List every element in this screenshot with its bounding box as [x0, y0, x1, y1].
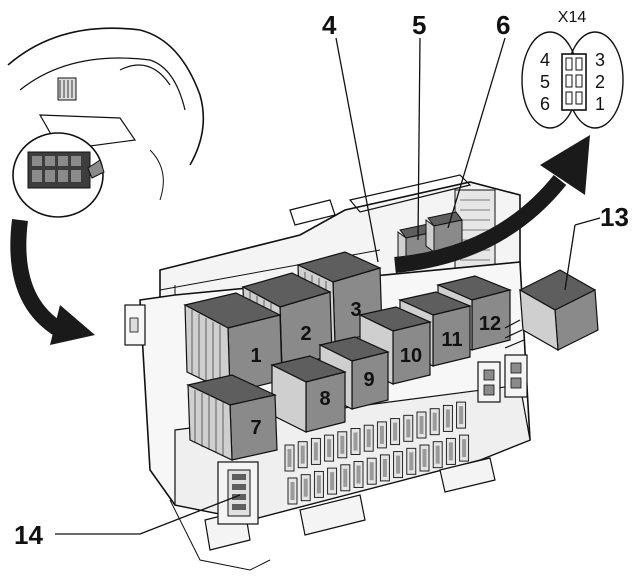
relay-9-label: 9 [363, 369, 374, 391]
x14-title: X14 [558, 9, 587, 26]
leader-lines [55, 37, 601, 535]
x14-pin-5: 5 [540, 72, 550, 92]
relay-12-label: 12 [479, 313, 501, 335]
x14-pin-6: 6 [540, 94, 550, 114]
relay-8-label: 8 [319, 388, 330, 410]
dashboard-inset [7, 27, 205, 218]
fuse-element [445, 409, 450, 428]
fuse-element [459, 406, 464, 425]
fuse-element [422, 449, 427, 467]
relay-1-label: 1 [250, 345, 261, 367]
relay-8: 8 [270, 355, 347, 433]
relay-2-label: 2 [300, 323, 311, 345]
callout-6: 6 [496, 10, 510, 40]
fuse-element [287, 449, 292, 467]
fuse-element [419, 416, 424, 434]
relay-1: 1 [183, 292, 283, 394]
fuse-element [435, 445, 440, 464]
fuse-element [462, 439, 467, 458]
mini-fuse-box [27, 151, 105, 189]
location-arrow-left [10, 219, 95, 345]
fuse-element [366, 429, 371, 448]
fuse-element [379, 425, 384, 444]
fuse-element [353, 432, 358, 451]
fuse-element [327, 439, 332, 458]
relay-7-label: 7 [250, 417, 261, 439]
side-clips [477, 354, 528, 403]
relay-11-label: 11 [441, 329, 462, 351]
connector-14 [217, 461, 259, 525]
x14-pin-2: 2 [595, 72, 605, 92]
fuse-element [343, 468, 348, 487]
connector-arrow-right [394, 135, 590, 273]
x14-pin-3: 3 [595, 50, 605, 70]
fuse-element [448, 442, 453, 461]
x14-pin-4: 4 [540, 50, 550, 70]
relay-10-label: 10 [400, 345, 422, 367]
relay-6 [425, 211, 463, 253]
fuse-element [406, 419, 411, 438]
fuse-element [393, 422, 398, 441]
fuse-element [303, 478, 308, 497]
fuse-element [290, 482, 295, 500]
plug-13 [504, 269, 599, 352]
fuse-element [396, 455, 401, 474]
x14-pin-1: 1 [595, 94, 605, 114]
callout-4: 4 [322, 10, 337, 40]
fuse-element [409, 452, 414, 471]
fuse-array [284, 401, 470, 505]
relay-7: 7 [186, 374, 278, 461]
fuse-element [356, 465, 361, 484]
fuse-element [330, 472, 335, 491]
fuse-element [340, 435, 345, 454]
callout-14: 14 [14, 520, 43, 550]
fuse-element [432, 412, 437, 431]
fuse-element [382, 458, 387, 477]
fuse-element [300, 445, 305, 464]
callout-13: 13 [600, 202, 629, 232]
fuse-element [313, 442, 318, 461]
relay-3-label: 3 [350, 299, 361, 321]
callout-5: 5 [412, 10, 426, 40]
x14-connector-detail: X14 4 5 6 3 2 1 [521, 9, 624, 129]
fuse-element [316, 475, 321, 494]
fuse-element [369, 462, 374, 481]
